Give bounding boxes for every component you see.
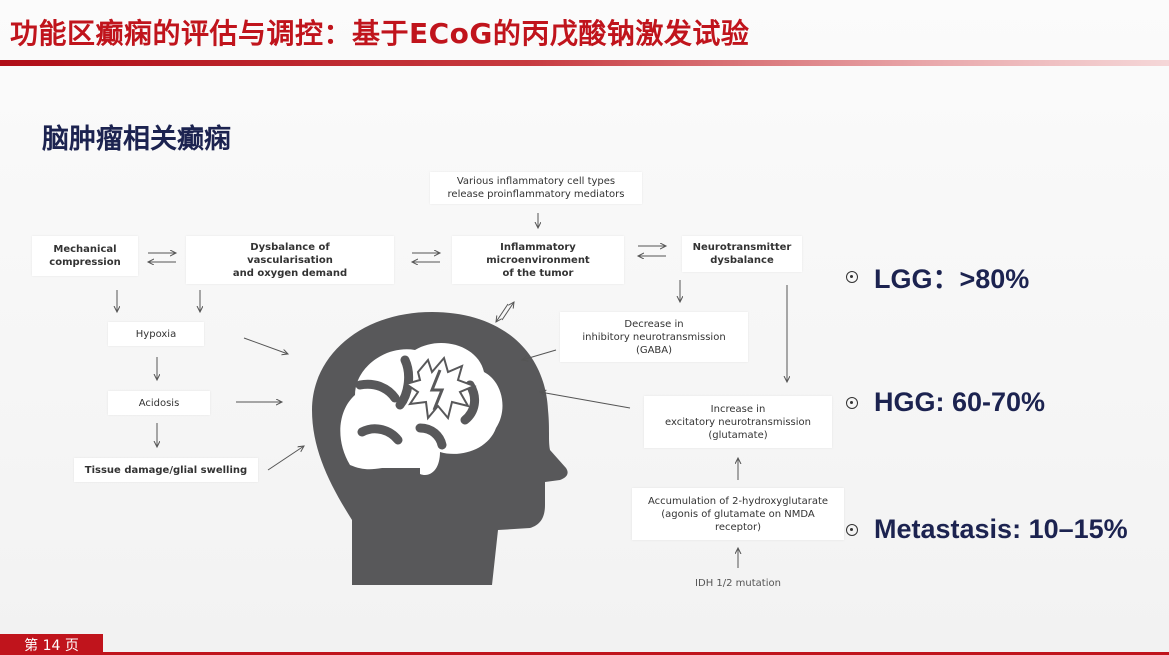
stat-hgg-text: HGG: 60-70%: [874, 387, 1046, 417]
box-inflammatory-cells: Various inflammatory cell types release …: [430, 172, 642, 204]
stat-metastasis: Metastasis: 10–15%: [846, 514, 1128, 545]
box-mechanical-compression: Mechanical compression: [32, 236, 138, 276]
box-inflammatory-microenvironment: Inflammatory microenvironment of the tum…: [452, 236, 624, 284]
box-increase-glutamate: Increase in excitatory neurotransmission…: [644, 396, 832, 448]
stat-metastasis-text: Metastasis: 10–15%: [874, 514, 1128, 544]
bullet-icon: [846, 396, 858, 409]
head-icon: [312, 312, 568, 585]
footer-line: [103, 652, 1169, 655]
box-hypoxia: Hypoxia: [108, 322, 204, 346]
diagram-arrows: [117, 213, 787, 568]
box-dysbalance-vascularisation: Dysbalance of vascularisation and oxygen…: [186, 236, 394, 284]
box-idh-mutation: IDH 1/2 mutation: [695, 577, 781, 589]
box-decrease-gaba: Decrease in inhibitory neurotransmission…: [560, 312, 748, 362]
section-title: 脑肿瘤相关癫痫: [42, 124, 231, 155]
stat-lgg-text: LGG：>80%: [874, 264, 1030, 294]
stat-hgg: HGG: 60-70%: [846, 387, 1045, 418]
box-tissue-damage: Tissue damage/glial swelling: [74, 458, 258, 482]
box-acidosis: Acidosis: [108, 391, 210, 415]
slide-title: 功能区癫痫的评估与调控：基于ECoG的丙戊酸钠激发试验: [10, 17, 750, 50]
box-neurotransmitter-dysbalance: Neurotransmitter dysbalance: [682, 236, 802, 272]
title-rule: [0, 60, 1169, 66]
box-accumulation-2hg: Accumulation of 2-hydroxyglutarate (agon…: [632, 488, 844, 540]
stat-lgg: LGG：>80%: [846, 257, 1029, 296]
page-number-badge: 第 14 页: [0, 634, 103, 655]
bullet-icon: [846, 523, 858, 536]
bullet-icon: [846, 270, 858, 283]
